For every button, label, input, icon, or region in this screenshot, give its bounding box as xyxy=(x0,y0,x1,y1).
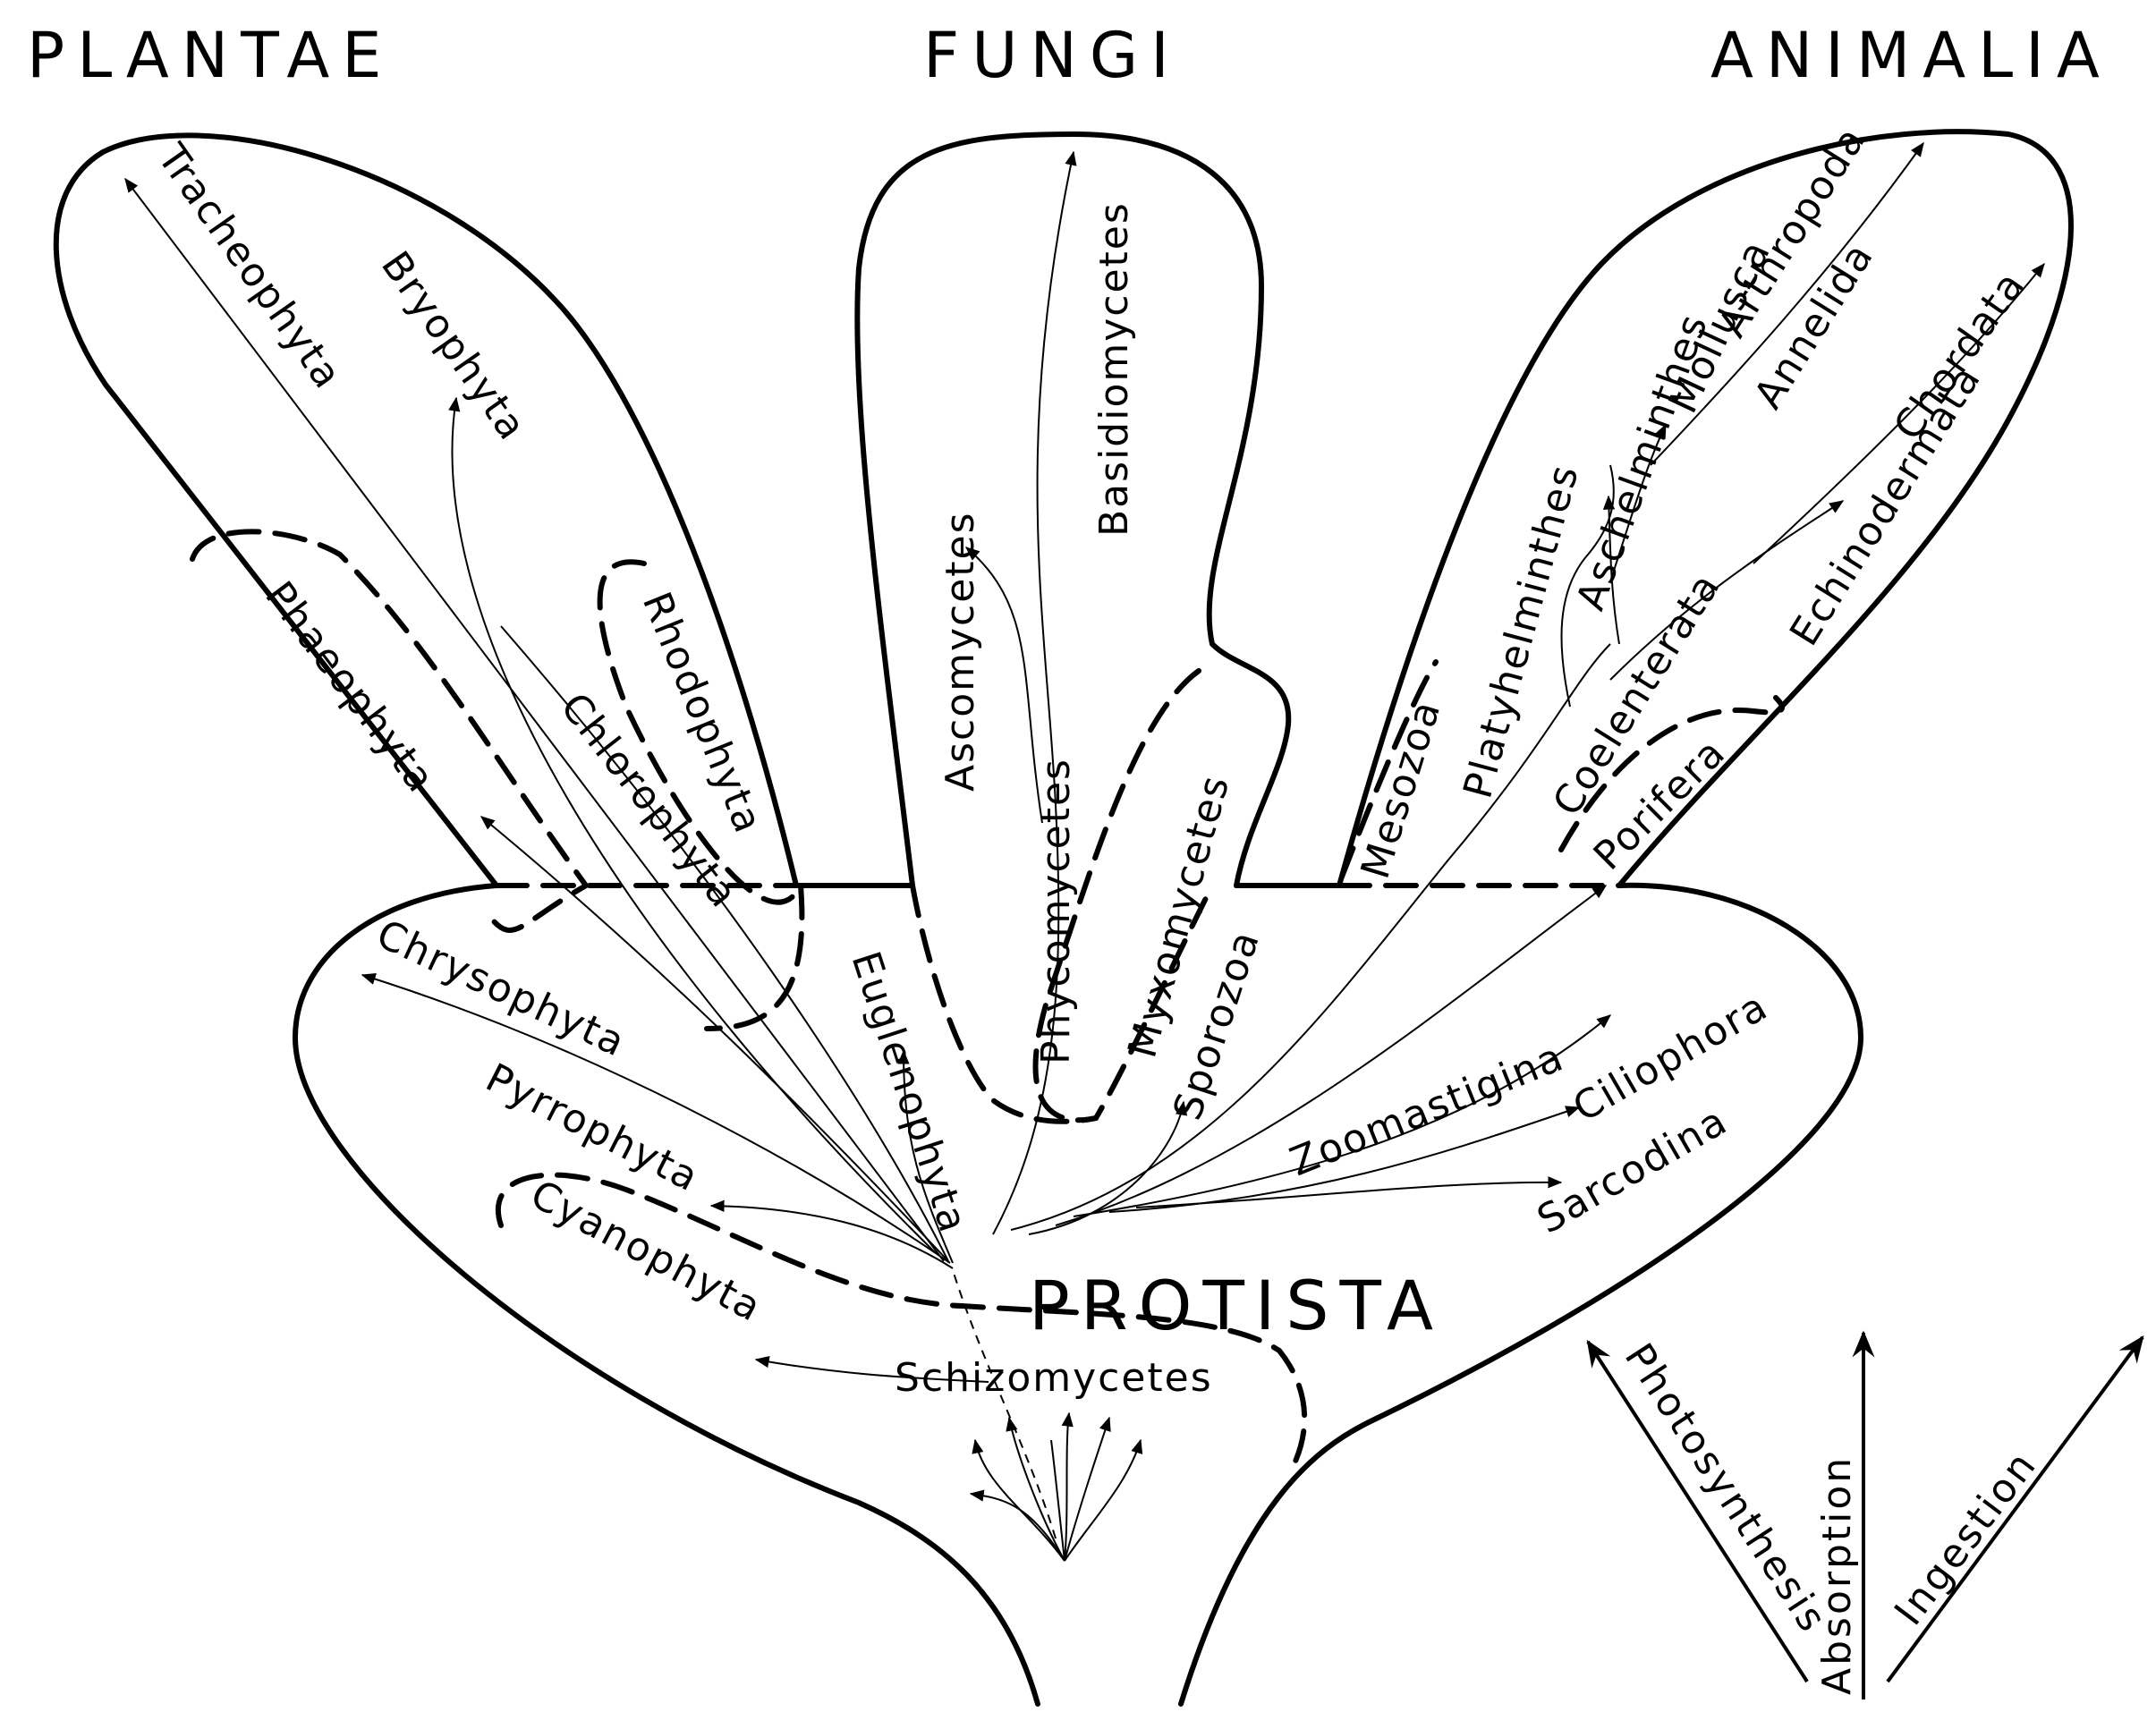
branch-phaeophyta xyxy=(480,816,949,1262)
schizomycetes-dashed-link xyxy=(952,1269,1057,1539)
branch-ascomycetes xyxy=(964,547,1043,824)
schizomycetes-fan-5 xyxy=(1064,1438,1143,1562)
branch-porifera xyxy=(1055,885,1608,1226)
fungi-lobe-outline xyxy=(854,131,1292,888)
schizomycetes-fan-left xyxy=(969,1489,1065,1562)
schizomycetes-fan-4 xyxy=(1064,1416,1111,1562)
label-schizomycetes: Schizomycetes xyxy=(895,1355,1213,1401)
animalia-lobe-outline xyxy=(1337,129,2074,888)
branch-chordata-echinodermata xyxy=(1609,500,1845,681)
kingdom-title-animalia: ANIMALIA xyxy=(1710,19,2112,92)
label-basidiomycetes: Basidiomycetes xyxy=(1091,201,1137,537)
branch-sporozoa xyxy=(1028,1100,1188,1235)
branch-chordata xyxy=(1753,262,2045,564)
branch-arthropoda xyxy=(1650,141,1924,466)
label-phycomycetes: Phycomycetes xyxy=(1033,758,1079,1064)
schizomycetes-fan-3 xyxy=(1061,1411,1074,1562)
protista-body-outline-right xyxy=(1178,882,1863,1707)
nutrition-mode-legend: Photosynthesis Absorption Ingestion xyxy=(1586,1330,2144,1699)
label-zoomastigina: Zoomastigina xyxy=(1284,1034,1571,1185)
branch-mollusca xyxy=(1609,423,1667,582)
label-pyrrophyta: Pyrrophyta xyxy=(479,1055,707,1200)
branch-chlorophyta xyxy=(500,625,949,1262)
dashed-cyanophyta-boundary xyxy=(495,1172,1308,1470)
label-ingestion: Ingestion xyxy=(1886,1442,2046,1633)
dashed-rhodophyta-boundary xyxy=(597,559,805,1031)
branch-aschelminthes xyxy=(1602,495,1620,645)
dashed-boundaries xyxy=(190,529,1785,1470)
branch-pyrrophyta xyxy=(709,1199,954,1269)
dashed-mesozoa-boundary xyxy=(1339,659,1439,879)
label-platyhelminthes: Platyhelminthes xyxy=(1455,459,1588,802)
branch-zoomastigina xyxy=(1073,1014,1612,1217)
photosynthesis-arrow xyxy=(1586,1339,1809,1683)
fungi-taxa-labels: Basidiomycetes Ascomycetes Phycomycetes … xyxy=(938,201,1239,1064)
label-echinodermata: Echinodermata xyxy=(1781,357,1990,654)
kingdom-title-plantae: PLANTAE xyxy=(27,19,395,92)
branch-euglenophyta xyxy=(897,1049,954,1264)
label-sarcodina: Sarcodina xyxy=(1530,1098,1736,1242)
label-absorption: Absorption xyxy=(1814,1455,1860,1695)
ingestion-arrow xyxy=(1886,1335,2144,1683)
branch-basidiomycetes xyxy=(992,150,1077,1235)
label-chrysophyta: Chrysophyta xyxy=(369,911,632,1066)
plantae-lobe-outline xyxy=(53,132,799,888)
dashed-phaeophyta-boundary xyxy=(190,529,590,933)
dashed-euglenophyta-boundary xyxy=(910,883,1099,1124)
schizomycetes-fan-2 xyxy=(1006,1416,1065,1562)
branch-mesozoa-coelenterata xyxy=(1010,643,1611,1231)
label-tracheophyta: Tracheophyta xyxy=(148,135,351,398)
dashed-porifera-boundary xyxy=(1558,695,1785,852)
label-photosynthesis: Photosynthesis xyxy=(1616,1335,1837,1641)
branch-bryophyta xyxy=(448,396,936,1253)
label-phaeophyta: Phaeophyta xyxy=(256,573,444,801)
kingdom-title-protista: PROTISTA xyxy=(1029,1266,1444,1345)
kingdom-title-fungi: FUNGI xyxy=(923,19,1182,92)
label-ascomycetes: Ascomycetes xyxy=(938,511,983,792)
branch-cyanophyta xyxy=(754,1355,989,1383)
branch-chrysophyta xyxy=(361,973,951,1264)
label-euglenophyta: Euglenophyta xyxy=(843,946,977,1240)
kingdom-outlines xyxy=(53,129,2074,1707)
protista-body-outline xyxy=(293,883,1040,1707)
phylogenetic-branches xyxy=(124,141,2045,1562)
label-ciliophora: Ciliophora xyxy=(1566,983,1776,1131)
schizomycetes-stem xyxy=(1050,1439,1065,1562)
schizomycetes-fan-1 xyxy=(972,1438,1065,1562)
animal-taxa-labels: Arthropoda Mollusca Annelida Chordata As… xyxy=(1353,118,2034,884)
branch-tracheophyta xyxy=(124,177,945,1262)
branch-sarcodina xyxy=(1135,1176,1563,1208)
